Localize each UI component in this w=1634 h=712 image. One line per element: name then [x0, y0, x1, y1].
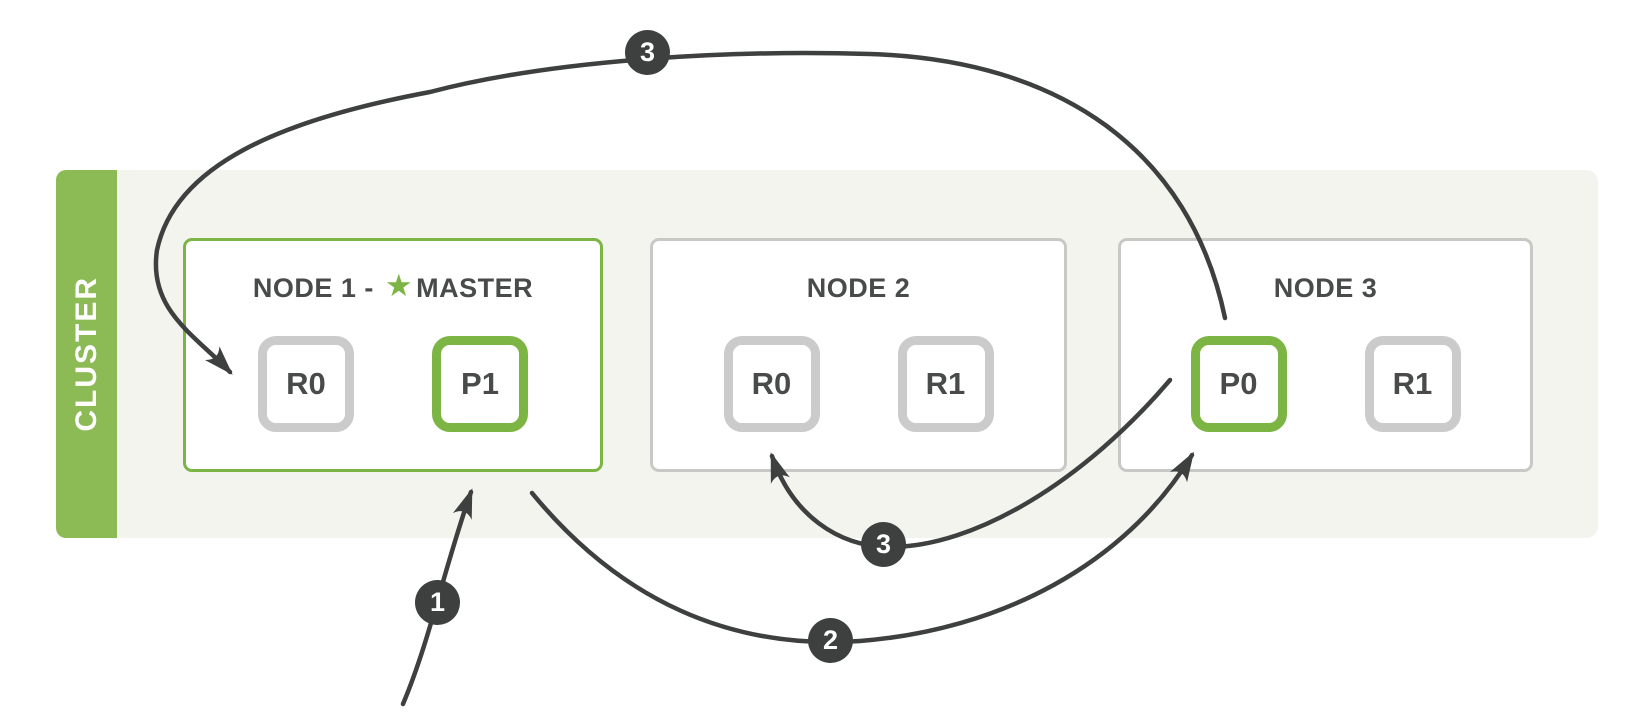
- node-3-title: NODE 3: [1273, 272, 1378, 303]
- node-1-title: NODE 1 - ★MASTER: [252, 268, 534, 304]
- cluster-tab: CLUSTER: [56, 170, 117, 538]
- shard-p1-node1: P1: [432, 336, 528, 432]
- step-badge-3-bottom: 3: [861, 522, 906, 567]
- node-2-box: NODE 2 R0 R1: [650, 238, 1067, 472]
- node-2-title: NODE 2: [806, 272, 911, 303]
- node-1-box: NODE 1 - ★MASTER R0 P1: [183, 238, 603, 472]
- node-1-master-label: MASTER: [416, 272, 534, 303]
- step-badge-3-top: 3: [625, 30, 670, 75]
- shard-r0-node1: R0: [258, 336, 354, 432]
- shard-r1-node2: R1: [897, 336, 994, 432]
- node-3-shards: P0 R1: [1190, 336, 1461, 432]
- shard-p0-node3: P0: [1190, 336, 1287, 432]
- step-badge-1: 1: [415, 580, 460, 625]
- node-1-shards: R0 P1: [258, 336, 528, 432]
- shard-r1-node3: R1: [1364, 336, 1461, 432]
- cluster-label: CLUSTER: [69, 276, 103, 432]
- node-3-box: NODE 3 P0 R1: [1118, 238, 1533, 472]
- node-1-title-prefix: NODE 1 -: [252, 272, 374, 303]
- shard-r0-node2: R0: [723, 336, 820, 432]
- node-2-shards: R0 R1: [723, 336, 994, 432]
- master-star-icon: ★: [384, 268, 414, 303]
- step-badge-2: 2: [808, 618, 853, 663]
